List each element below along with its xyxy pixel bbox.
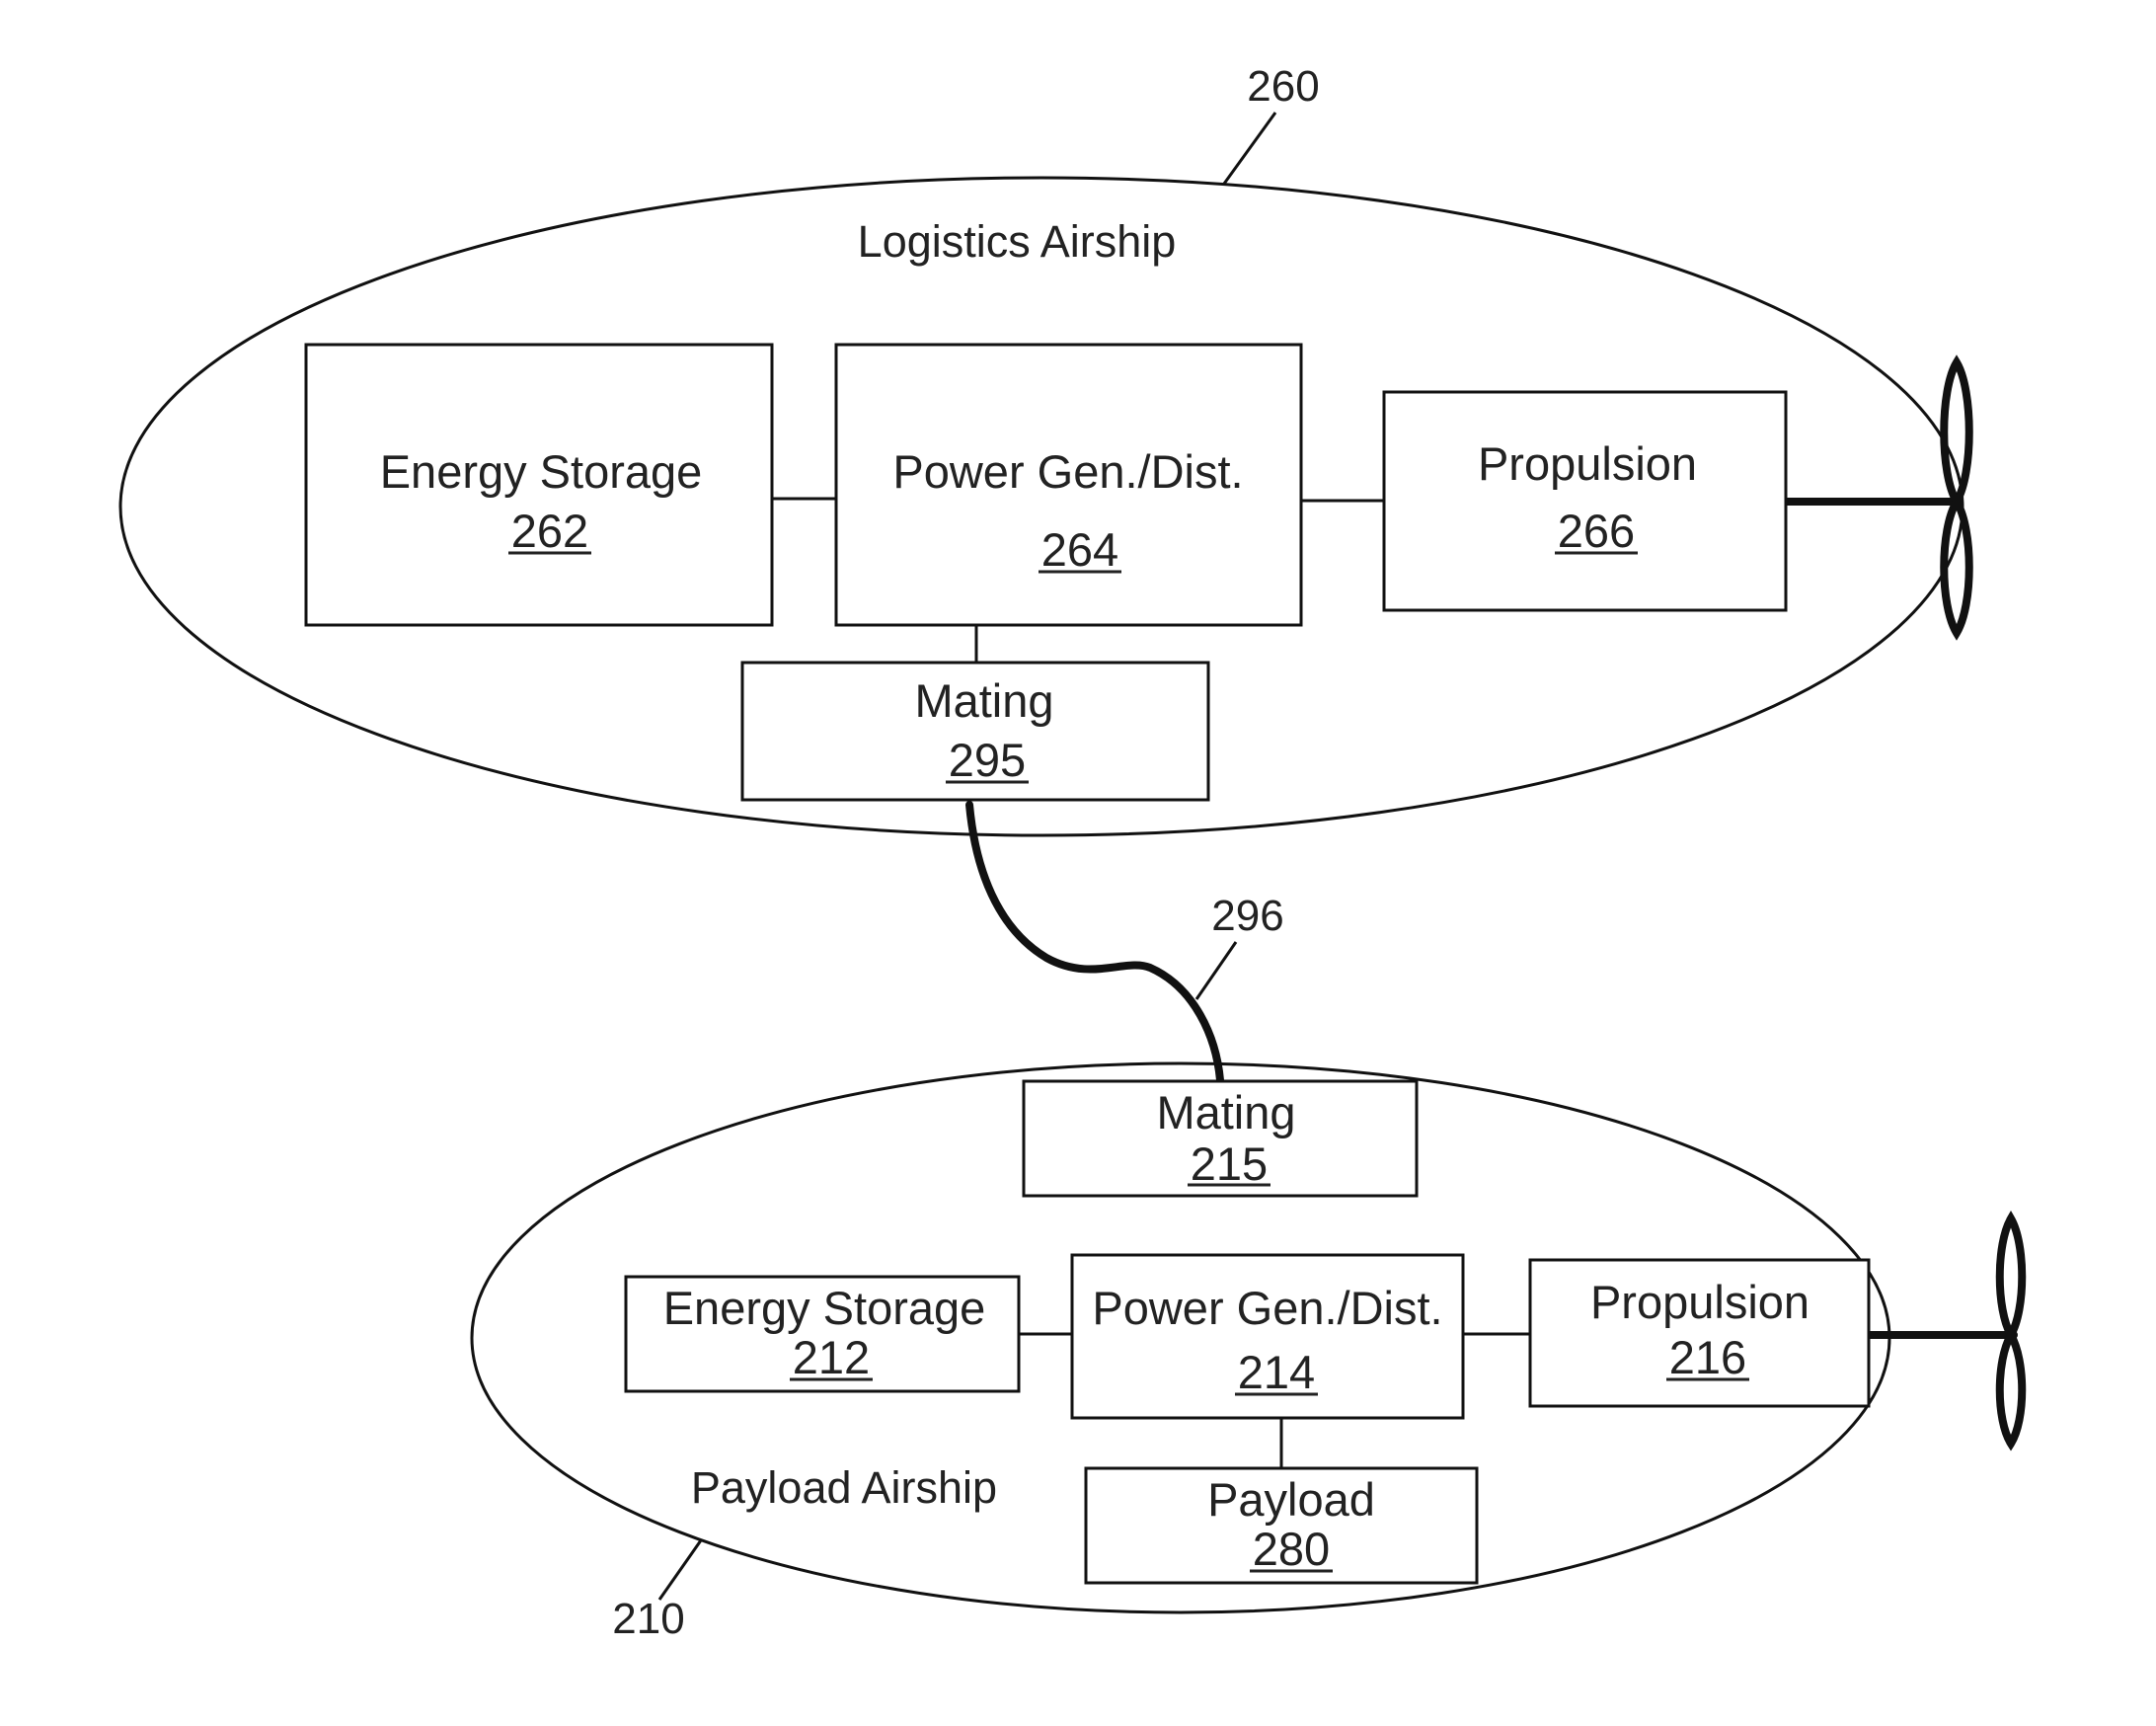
energy-storage-label: Energy Storage — [380, 445, 703, 498]
power-gen-214: Power Gen./Dist. 214 — [1072, 1255, 1463, 1418]
tether-296: 296 — [969, 805, 1284, 1080]
power-gen-264: Power Gen./Dist. 264 — [836, 345, 1301, 625]
logistics-propeller — [1786, 362, 1969, 633]
propulsion-box — [1384, 392, 1786, 610]
mating-295: Mating 295 — [742, 663, 1208, 800]
propeller-blade-lower — [1944, 502, 1969, 633]
mating-label: Mating — [914, 674, 1053, 727]
propeller-blade-upper — [1944, 362, 1969, 502]
logistics-airship-title: Logistics Airship — [858, 216, 1177, 267]
tether-cable — [969, 805, 1220, 1080]
ref-210: 210 — [612, 1595, 684, 1643]
ref-260: 260 — [1247, 62, 1319, 111]
ref-296: 296 — [1211, 892, 1283, 940]
energy-storage-label: Energy Storage — [663, 1282, 986, 1334]
power-gen-label: Power Gen./Dist. — [892, 445, 1243, 498]
energy-storage-262: Energy Storage 262 — [306, 345, 772, 625]
mating-ref: 215 — [1191, 1138, 1268, 1190]
power-gen-label: Power Gen./Dist. — [1092, 1282, 1442, 1334]
payload-label: Payload — [1207, 1473, 1375, 1526]
propulsion-266: Propulsion 266 — [1384, 392, 1786, 610]
propulsion-ref: 266 — [1558, 505, 1635, 557]
payload-280: Payload 280 — [1086, 1468, 1477, 1583]
mating-215: Mating 215 — [1024, 1081, 1417, 1196]
ref-296-leader — [1196, 942, 1236, 999]
ref-260-leader — [1224, 113, 1275, 184]
energy-storage-ref: 262 — [511, 505, 588, 557]
power-gen-ref: 214 — [1238, 1346, 1315, 1398]
power-gen-ref: 264 — [1041, 523, 1118, 576]
propulsion-label: Propulsion — [1478, 437, 1697, 490]
payload-ref: 280 — [1253, 1523, 1330, 1575]
payload-airship-title: Payload Airship — [691, 1462, 997, 1513]
payload-airship: Mating 215 Energy Storage 212 Power Gen.… — [472, 1063, 2022, 1643]
payload-propeller — [1869, 1218, 2022, 1444]
propeller-blade-lower — [2000, 1335, 2023, 1444]
propulsion-216: Propulsion 216 — [1530, 1260, 1869, 1406]
mating-ref: 295 — [949, 734, 1026, 786]
propulsion-label: Propulsion — [1590, 1276, 1810, 1328]
logistics-airship: Energy Storage 262 Power Gen./Dist. 264 … — [120, 62, 1969, 835]
energy-storage-212: Energy Storage 212 — [626, 1277, 1019, 1391]
energy-storage-ref: 212 — [793, 1331, 870, 1383]
propulsion-ref: 216 — [1669, 1331, 1746, 1383]
propeller-blade-upper — [2000, 1218, 2023, 1335]
mating-label: Mating — [1156, 1086, 1295, 1138]
ref-210-leader — [659, 1540, 701, 1600]
